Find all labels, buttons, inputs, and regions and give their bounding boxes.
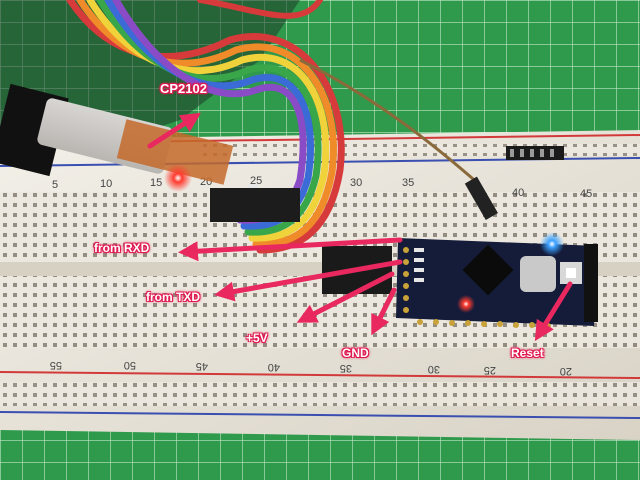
bottom-number: 35 xyxy=(340,362,352,374)
label-cp2102: CP2102 xyxy=(160,81,207,96)
top-number: 15 xyxy=(150,177,162,189)
jumper-header xyxy=(464,176,498,221)
top-number: 40 xyxy=(512,187,524,199)
jumper-wire xyxy=(299,58,481,187)
pin-header-strip xyxy=(506,146,564,160)
top-number: 30 xyxy=(350,177,362,189)
bottom-number: 45 xyxy=(196,360,208,372)
top-number: 45 xyxy=(580,188,592,200)
red-led xyxy=(457,295,475,313)
bottom-number: 25 xyxy=(484,364,496,376)
arrow-5v xyxy=(296,271,395,323)
arrow-rxd xyxy=(178,237,403,262)
arrow-txd xyxy=(214,259,403,302)
top-number: 5 xyxy=(52,179,58,191)
dupont-connector xyxy=(210,188,298,222)
arrow-reset xyxy=(534,281,573,342)
rail-red-bottom xyxy=(0,371,640,379)
top-number: 35 xyxy=(402,177,414,189)
label-gnd: GND xyxy=(342,346,369,360)
bottom-number: 40 xyxy=(268,361,280,373)
rail-blue-bottom xyxy=(0,411,640,419)
board-side-header xyxy=(584,244,598,322)
label-from-txd: from TXD xyxy=(146,290,200,304)
arduino-pro-mini xyxy=(396,232,598,329)
arrow-gnd xyxy=(371,287,397,336)
label-reset: Reset xyxy=(511,346,544,360)
bottom-number: 55 xyxy=(50,359,62,371)
label-plus-5v: +5V xyxy=(246,331,268,345)
label-from-rxd: from RXD xyxy=(94,241,150,255)
blue-led xyxy=(540,232,564,256)
bottom-number: 20 xyxy=(560,365,572,377)
pin-header-pins xyxy=(510,149,554,157)
rail-holes-top xyxy=(200,144,640,156)
arrow-cp2102 xyxy=(147,112,202,149)
bottom-number: 30 xyxy=(428,363,440,375)
bottom-number-row: 55 50 45 40 35 30 25 20 xyxy=(50,359,572,377)
top-number: 10 xyxy=(100,178,112,190)
annotation-arrows xyxy=(147,112,573,342)
rail-holes-bottom xyxy=(0,382,640,406)
bottom-number: 50 xyxy=(124,359,136,371)
